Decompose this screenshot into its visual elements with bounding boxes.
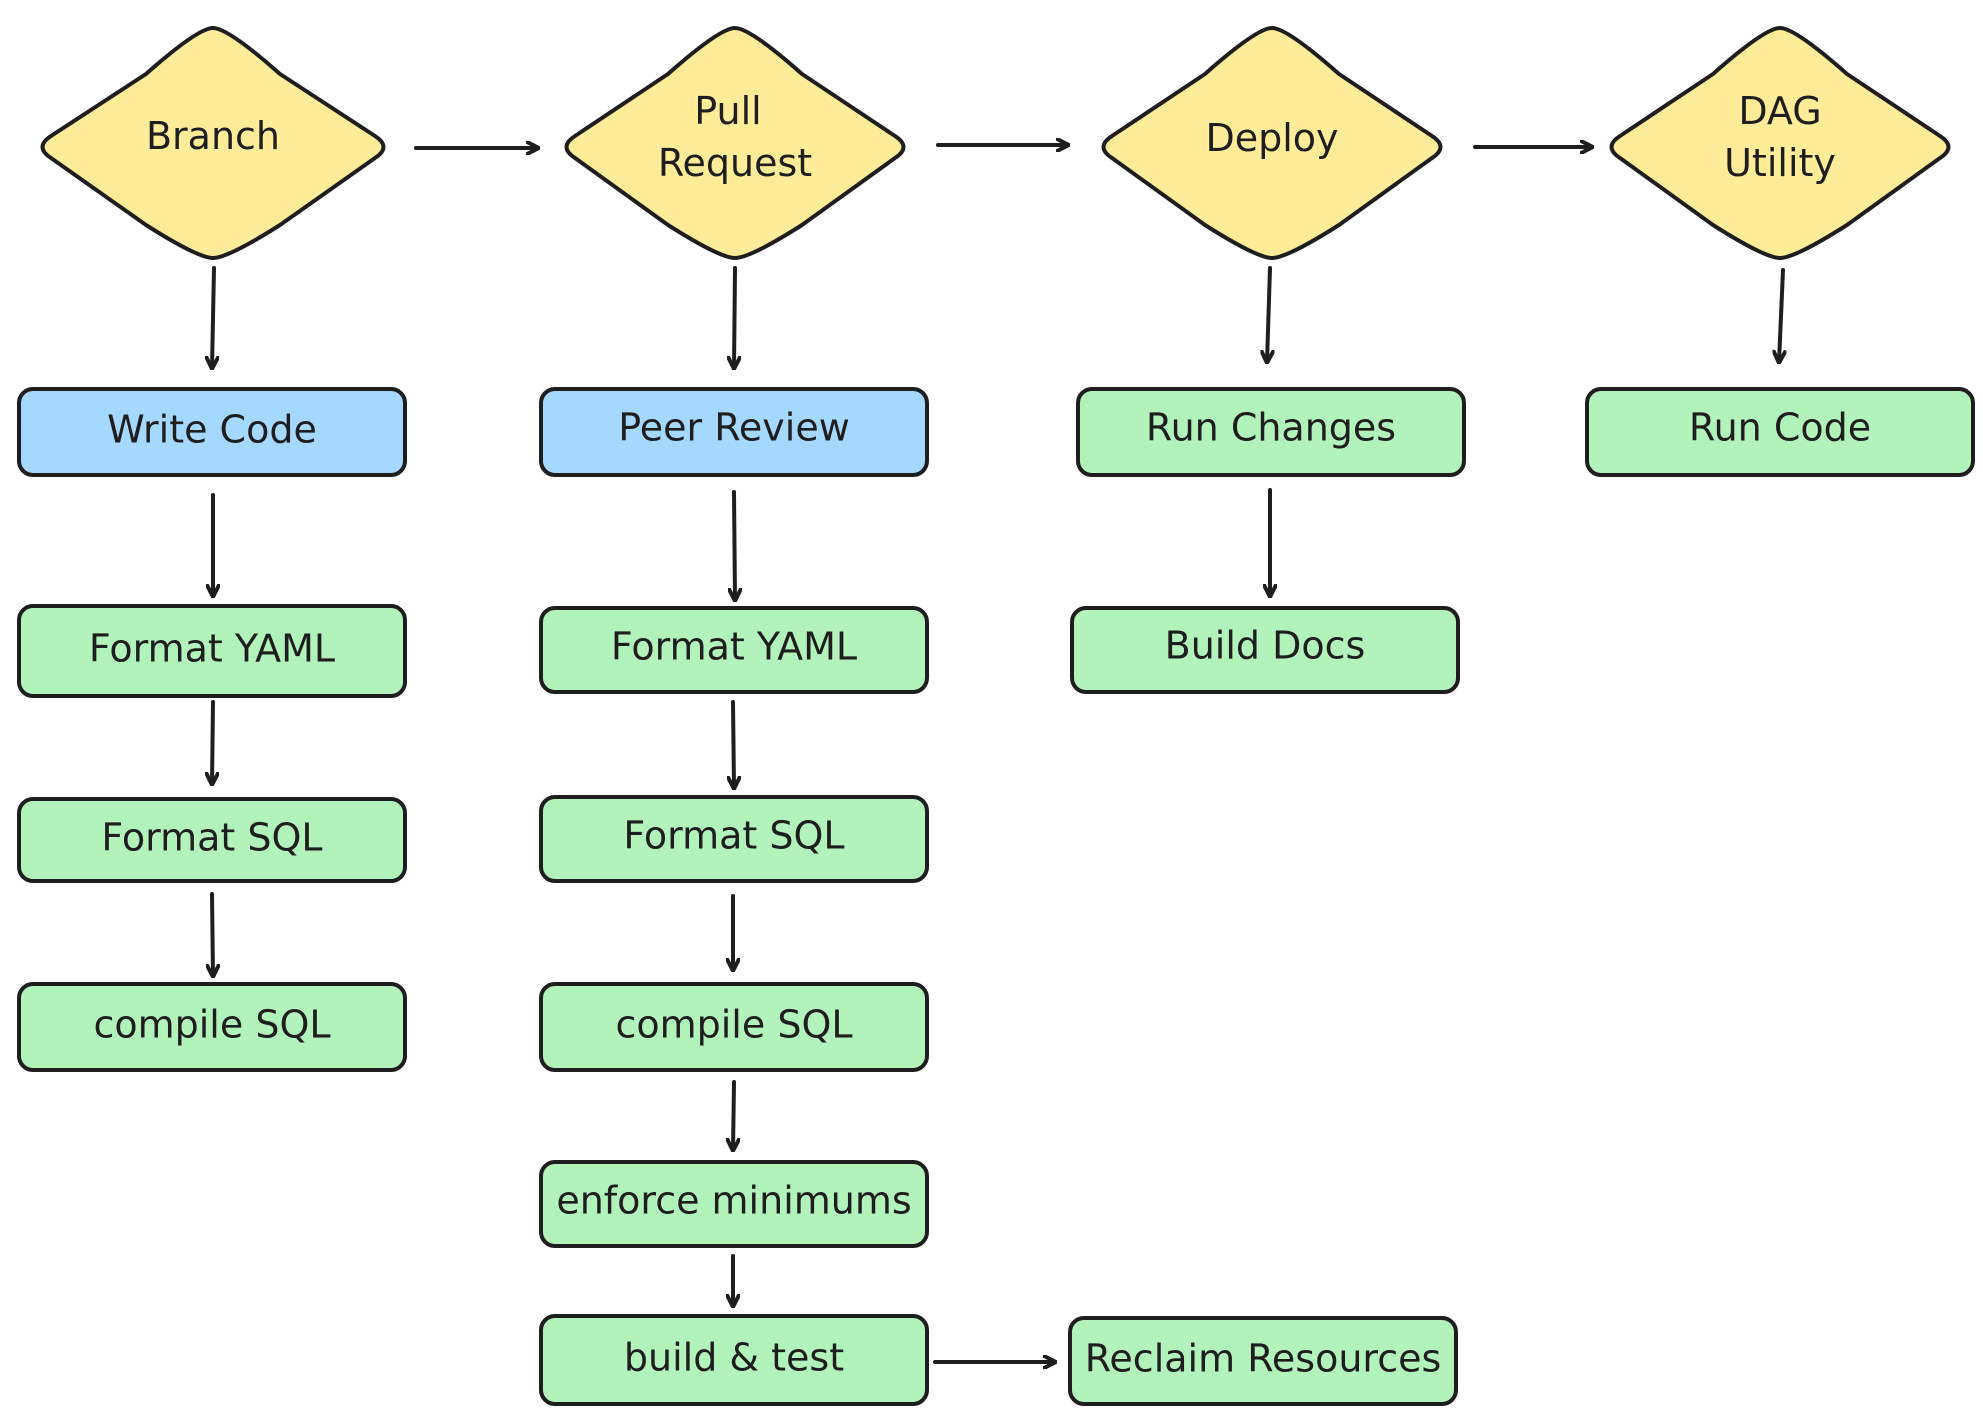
step-format-yaml-2: Format YAML (539, 606, 929, 694)
stage-branch: Branch (40, 26, 386, 260)
step-peer-review: Peer Review (539, 387, 929, 477)
step-format-yaml-2-label: Format YAML (611, 625, 857, 669)
step-enforce-minimums-label: enforce minimums (556, 1179, 911, 1223)
step-compile-sql-1: compile SQL (17, 982, 407, 1072)
step-format-sql-2-label: Format SQL (623, 814, 844, 858)
step-format-sql-2: Format SQL (539, 795, 929, 883)
step-enforce-minimums: enforce minimums (539, 1160, 929, 1248)
arrow-format-sql-to-compile-sql-1 (212, 892, 213, 976)
step-run-changes-label: Run Changes (1146, 406, 1396, 450)
step-write-code: Write Code (17, 387, 407, 477)
step-run-changes: Run Changes (1076, 387, 1466, 477)
step-format-sql-1-label: Format SQL (101, 816, 322, 860)
arrow-pull-request-to-peer-review (734, 266, 735, 368)
step-compile-sql-1-label: compile SQL (93, 1003, 330, 1047)
arrow-format-yaml-to-format-sql-2 (733, 700, 734, 788)
step-write-code-label: Write Code (107, 408, 317, 452)
step-reclaim-resources-label: Reclaim Resources (1085, 1337, 1442, 1381)
step-format-sql-1: Format SQL (17, 797, 407, 883)
step-compile-sql-2-label: compile SQL (615, 1003, 852, 1047)
arrow-dag-utility-to-run-code (1779, 268, 1783, 362)
step-compile-sql-2: compile SQL (539, 982, 929, 1072)
step-format-yaml-1-label: Format YAML (89, 627, 335, 671)
stage-branch-label: Branch (146, 114, 280, 158)
arrow-format-yaml-to-format-sql-1 (212, 700, 213, 784)
step-run-code-label: Run Code (1689, 406, 1871, 450)
step-build-test: build & test (539, 1314, 929, 1406)
arrow-compile-sql-to-enforce-minimums (733, 1080, 734, 1150)
step-run-code: Run Code (1585, 387, 1975, 477)
arrow-deploy-to-run-changes (1267, 266, 1270, 362)
stage-deploy: Deploy (1101, 26, 1443, 260)
arrow-branch-to-write-code (212, 266, 214, 368)
step-peer-review-label: Peer Review (618, 406, 850, 450)
step-build-docs: Build Docs (1070, 606, 1460, 694)
arrow-peer-review-to-format-yaml (734, 490, 735, 600)
step-build-test-label: build & test (624, 1336, 844, 1380)
step-format-yaml-1: Format YAML (17, 604, 407, 698)
step-reclaim-resources: Reclaim Resources (1068, 1316, 1458, 1406)
stage-deploy-label: Deploy (1205, 116, 1338, 160)
step-build-docs-label: Build Docs (1165, 624, 1366, 668)
